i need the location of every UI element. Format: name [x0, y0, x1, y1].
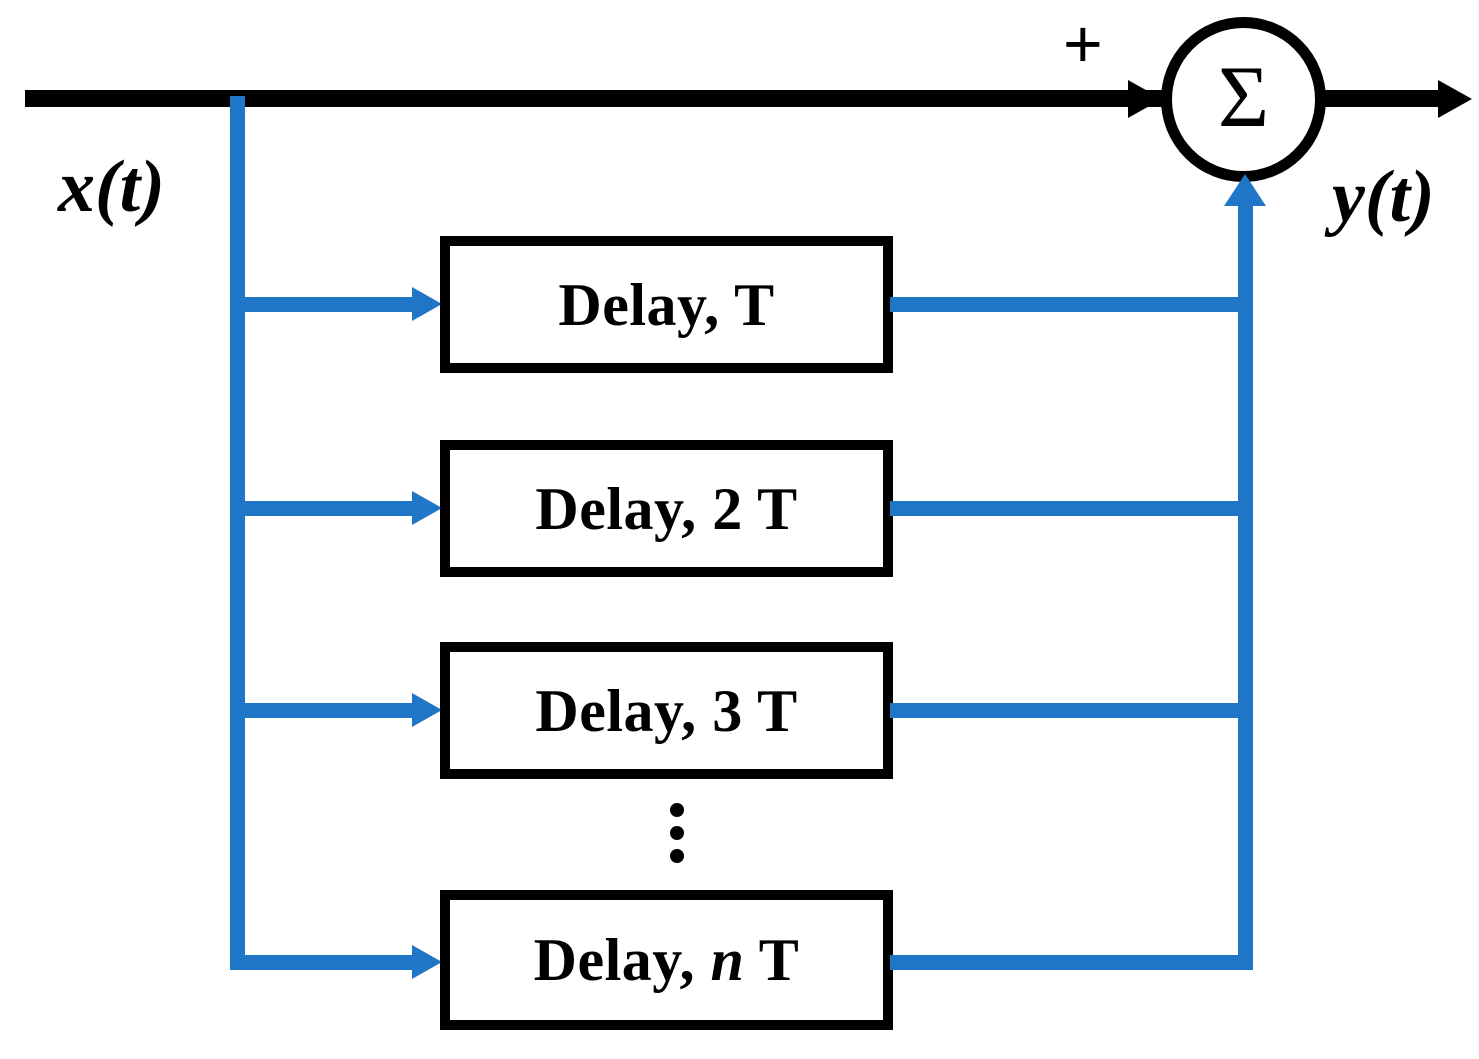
output-arrowhead [1438, 80, 1472, 118]
delay-block-2[interactable]: Delay, 2 T [440, 440, 893, 577]
input-signal-line [25, 90, 1162, 107]
sum-bus-arrowhead [1224, 174, 1266, 206]
ellipsis-dot [670, 826, 684, 840]
tap-branch-3-input-arrowhead [412, 693, 442, 727]
tap-branch-3-input-line [237, 703, 417, 718]
tap-branch-n-output-line [890, 955, 1248, 970]
delay-block-3[interactable]: Delay, 3 T [440, 642, 893, 779]
sigma-icon: Σ [1217, 48, 1270, 146]
summing-junction: Σ [1161, 17, 1326, 182]
delay-block-3-label: Delay, 3 T [535, 677, 798, 744]
input-arrowhead-into-sum [1128, 80, 1162, 118]
output-sum-bus-vertical [1238, 205, 1253, 970]
ellipsis-dot [670, 849, 684, 863]
tap-branch-2-input-line [237, 501, 417, 516]
tap-branch-n-input-line [237, 955, 417, 970]
tap-branch-1-output-line [890, 297, 1248, 312]
tap-branch-2-input-arrowhead [412, 491, 442, 525]
tap-branch-1-input-arrowhead [412, 287, 442, 321]
input-signal-label: x(t) [58, 146, 165, 228]
delay-block-n[interactable]: Delay, n T [440, 890, 893, 1030]
delay-block-2-label: Delay, 2 T [535, 475, 798, 542]
continuation-ellipsis-icon [670, 803, 684, 863]
delay-block-1-label: Delay, T [558, 271, 775, 338]
output-signal-line [1322, 90, 1444, 107]
tap-branch-3-output-line [890, 703, 1248, 718]
tap-branch-n-input-arrowhead [412, 945, 442, 979]
tap-branch-2-output-line [890, 501, 1248, 516]
delay-block-n-label: Delay, n T [533, 927, 800, 993]
tap-branch-1-input-line [237, 297, 417, 312]
input-tap-bus-vertical [230, 96, 245, 970]
sum-plus-sign: + [1063, 6, 1103, 82]
delay-block-1[interactable]: Delay, T [440, 236, 893, 373]
ellipsis-dot [670, 803, 684, 817]
output-signal-label: y(t) [1332, 156, 1435, 238]
